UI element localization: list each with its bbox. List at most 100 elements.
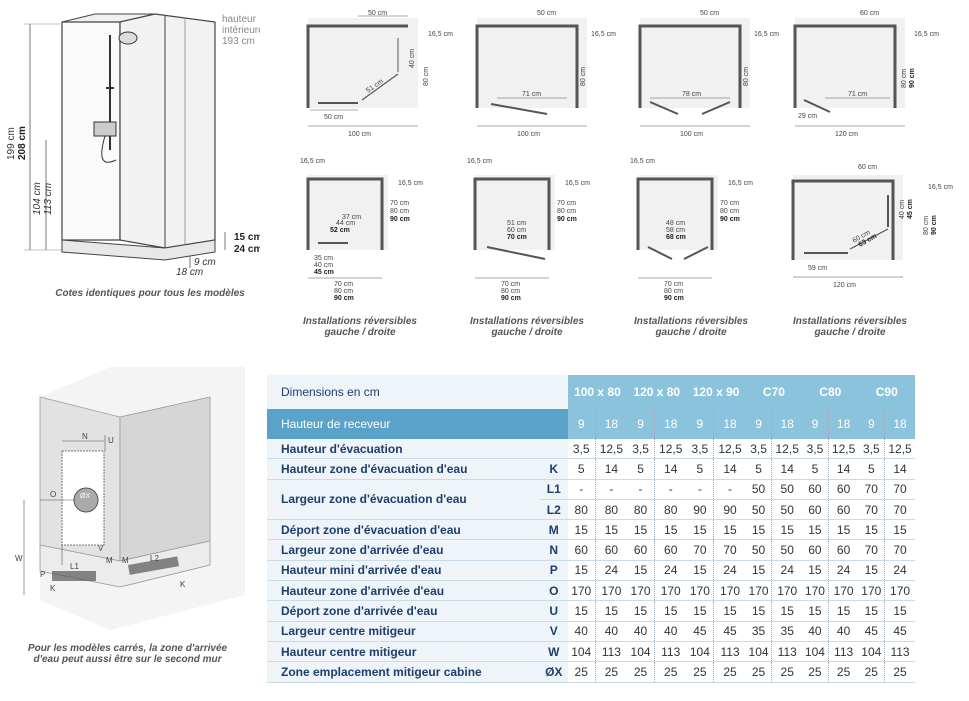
table-cell: 25 [802,661,829,683]
plan1-side: 16,5 cm [428,31,453,38]
plan-100x80-a: 50 cm 16,5 cm 40 cm 80 cm 51 cm 50 cm 10… [306,10,453,138]
plan5-b1: 35 cm [314,255,333,262]
plan6-d3: 90 cm [557,216,577,223]
row-key: P [539,560,568,582]
table-cell: 70 [858,539,885,561]
table-cell: 40 [827,621,859,642]
table-cell: 15 [713,519,746,541]
table-cell: 15 [654,519,687,541]
table-cell: 3,5 [802,439,829,460]
plan-c-a: 16,5 cm 16,5 cm 70 cm 80 cm 90 cm 37 cm … [300,158,423,302]
table-cell: 35 [771,621,803,642]
table-cell: 5 [745,458,772,480]
table-cell: 15 [827,600,859,622]
wall-label-M2: M [122,556,129,565]
row-label: Déport zone d'arrivée d'eau [267,600,540,622]
receveur-height: 18 [771,409,803,439]
receveur-height: 9 [858,409,885,439]
table-cell: 60 [827,539,859,561]
plan5-i1: 37 cm [342,214,361,221]
table-cell: 15 [858,560,885,582]
plan5-d2: 80 cm [390,208,409,215]
plan7-side: 16,5 cm [728,180,753,187]
table-cell: 24 [771,560,803,582]
table-cell: 70 [884,539,915,561]
table-cell: 90 [686,499,714,521]
table-cell: 170 [627,580,655,602]
table-cell: 170 [686,580,714,602]
row-key: W [539,641,568,663]
plan5-w3: 90 cm [334,295,354,302]
cabin-h15: 15 cm [234,232,260,243]
table-cell: 15 [858,600,885,622]
receveur-height: 18 [884,409,915,439]
table-cell: 50 [771,479,803,500]
row-label: Largeur zone d'arrivée d'eau [267,539,540,561]
row-key [539,439,568,460]
plan2-top: 50 cm [537,10,556,17]
table-cell: 25 [884,661,915,683]
row-key: L2 [539,499,568,521]
model-header: C80 [802,375,859,409]
plan6-w1: 70 cm [501,281,520,288]
table-cell: 170 [771,580,803,602]
table-cell: 40 [594,621,628,642]
row-key: U [539,600,568,622]
cabin-h199: 199 cm [6,127,17,160]
plan6-w2: 80 cm [501,288,520,295]
table-cell: 80 [594,499,628,521]
table-cell: 35 [745,621,772,642]
cabin-h24: 24 cm [234,244,260,255]
wall-label-L2: L2 [150,554,159,563]
table-cell: 60 [627,539,655,561]
plan5-b2: 40 cm [314,262,333,269]
table-cell: 15 [802,560,829,582]
plan-120x90-b: 60 cm 16,5 cm 80 cm 90 cm 71 cm 29 cm 12… [793,10,939,138]
plan6-i1: 51 cm [507,220,526,227]
plan3-top: 50 cm [700,10,719,17]
table-cell: 80 [627,499,655,521]
receveur-height: 9 [745,409,772,439]
table-sub-label: Hauteur de receveur [267,409,540,439]
model-header: 120 x 80 [627,375,687,409]
plan-c-d: 60 cm 16,5 cm 40 cm 45 cm 80 cm 90 cm 60… [791,164,953,289]
table-cell: 104 [802,641,829,663]
plan7-i2: 58 cm [666,227,685,234]
table-cell: 170 [713,580,746,602]
plan-120x90-a: 50 cm 16,5 cm 80 cm 78 cm 100 cm [638,10,779,138]
table-cell: 25 [627,661,655,683]
table-cell: 25 [594,661,628,683]
row-key: M [539,519,568,541]
table-cell: 113 [771,641,803,663]
table-cell: - [627,479,655,500]
table-cell: 14 [713,458,746,480]
plan-120x80-a: 50 cm 16,5 cm 80 cm 71 cm 100 cm [475,10,616,138]
table-cell: 15 [567,600,596,622]
table-cell: 15 [627,600,655,622]
plan1-bottom: 100 cm [348,131,371,138]
wall-label-K2: K [180,580,186,589]
table-cell: 70 [858,499,885,521]
table-cell: 104 [745,641,772,663]
cabin-h208: 208 cm [17,126,28,160]
wall-caption: Pour les modèles carrés, la zone d'arriv… [27,643,228,665]
table-cell: 50 [745,539,772,561]
plan1-top: 50 cm [368,10,387,17]
plan5-w1: 70 cm [334,281,353,288]
plan8-d2: 90 cm [931,215,938,235]
plan4-depth-a: 80 cm [901,69,908,88]
table-cell: 80 [567,499,596,521]
plan6-i3: 70 cm [507,234,527,241]
row-key: K [539,458,568,480]
table-cell: 14 [771,458,803,480]
table-cell: 40 [627,621,655,642]
table-cell: 12,5 [654,439,687,460]
table-cell: 3,5 [567,439,596,460]
table-cell: 15 [567,560,596,582]
